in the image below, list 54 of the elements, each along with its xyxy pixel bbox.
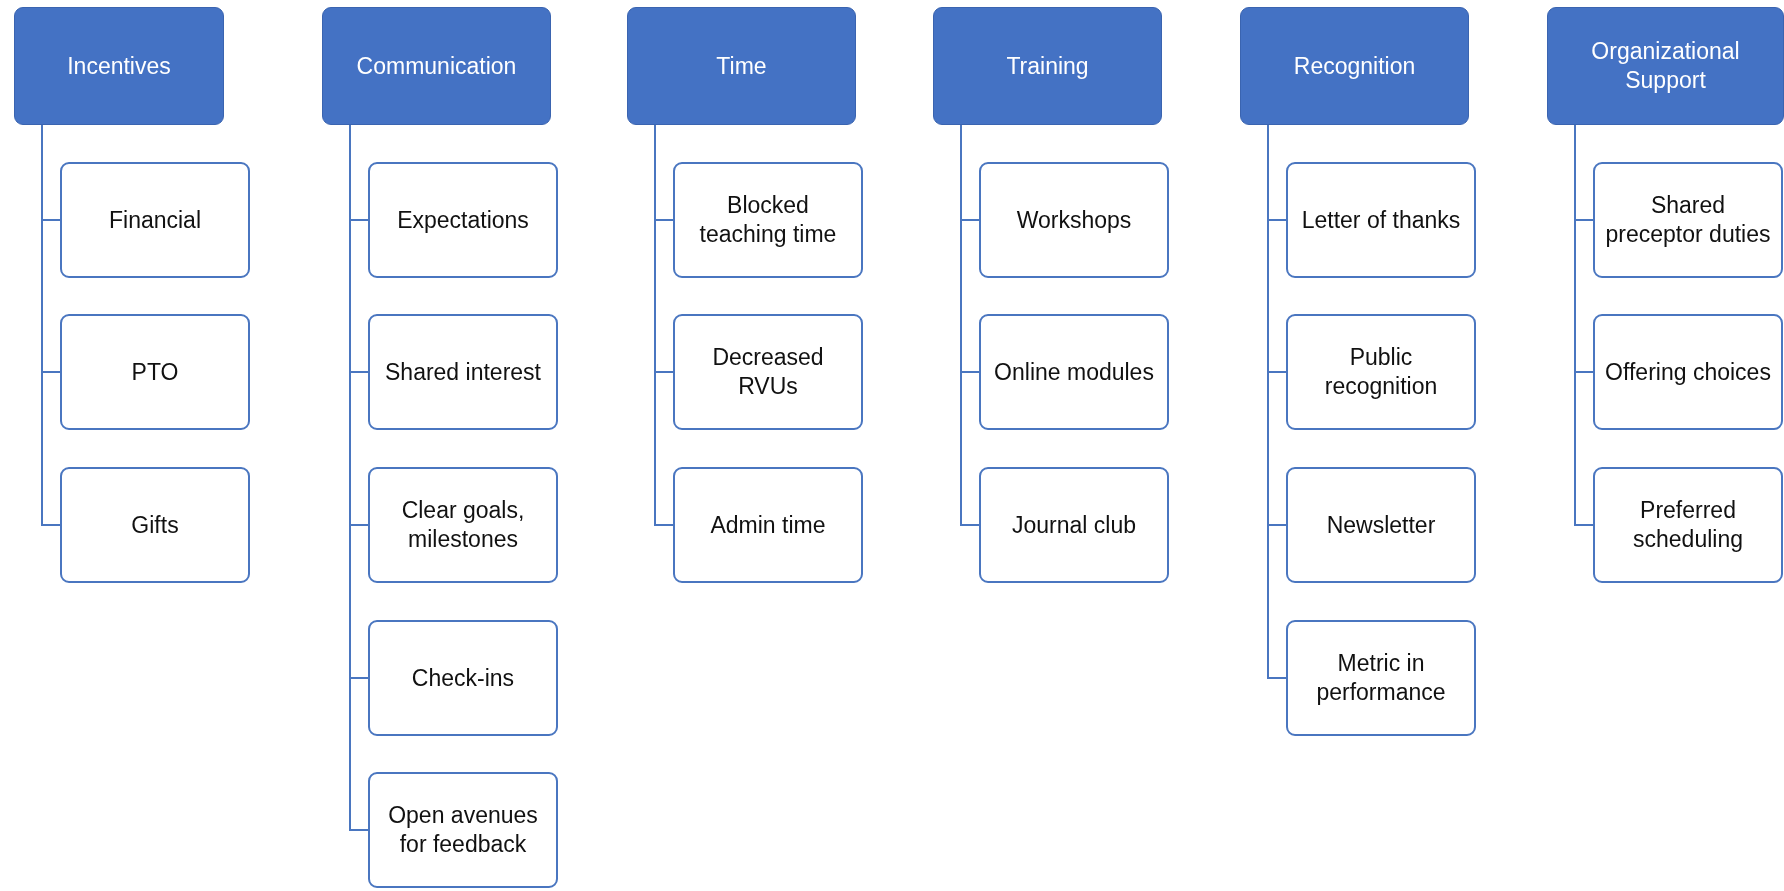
box-text: Blocked teaching time bbox=[698, 191, 838, 249]
item-box bbox=[673, 162, 863, 278]
box-text: Expectations bbox=[397, 205, 529, 235]
box-text: Letter of thanks bbox=[1301, 205, 1461, 235]
box-text: Metric in performance bbox=[1315, 649, 1447, 707]
item-box bbox=[60, 467, 250, 583]
category-header-box bbox=[933, 7, 1162, 125]
item-box bbox=[368, 314, 558, 430]
box-text: Check-ins bbox=[411, 663, 515, 693]
box-text: Organizational Support bbox=[1590, 37, 1741, 95]
box-text: Financial bbox=[108, 205, 201, 235]
box-text: Open avenues for feedback bbox=[387, 801, 539, 859]
item-box bbox=[1593, 314, 1783, 430]
item-box bbox=[1286, 467, 1476, 583]
box-text: Decreased RVUs bbox=[711, 343, 825, 401]
box-text: Time bbox=[716, 51, 767, 81]
box-text: Admin time bbox=[710, 510, 826, 540]
category-header-box bbox=[322, 7, 551, 125]
category-header-box bbox=[1240, 7, 1469, 125]
box-text: Workshops bbox=[1016, 205, 1132, 235]
category-header-box bbox=[14, 7, 224, 125]
item-box bbox=[673, 314, 863, 430]
box-text: Gifts bbox=[131, 510, 179, 540]
item-box bbox=[979, 314, 1169, 430]
item-box bbox=[979, 467, 1169, 583]
box-text: Shared interest bbox=[385, 357, 541, 387]
box-text: Training bbox=[1006, 51, 1089, 81]
item-box bbox=[1593, 162, 1783, 278]
category-header-box bbox=[1547, 7, 1784, 125]
item-box bbox=[1593, 467, 1783, 583]
item-box bbox=[1286, 620, 1476, 736]
box-text: PTO bbox=[131, 357, 179, 387]
item-box bbox=[368, 772, 558, 888]
item-box bbox=[60, 314, 250, 430]
box-text: Journal club bbox=[1012, 510, 1136, 540]
item-box bbox=[368, 162, 558, 278]
box-text: Communication bbox=[356, 51, 517, 81]
item-box bbox=[673, 467, 863, 583]
item-box bbox=[60, 162, 250, 278]
box-text: Public recognition bbox=[1323, 343, 1439, 401]
box-text: Preferred scheduling bbox=[1632, 496, 1744, 554]
item-box bbox=[368, 467, 558, 583]
box-text: Incentives bbox=[67, 51, 171, 81]
item-box bbox=[368, 620, 558, 736]
box-text: Online modules bbox=[994, 357, 1154, 387]
box-text: Clear goals, milestones bbox=[400, 496, 526, 554]
box-text: Shared preceptor duties bbox=[1605, 191, 1771, 249]
box-text: Newsletter bbox=[1326, 510, 1436, 540]
box-text: Recognition bbox=[1293, 51, 1416, 81]
item-box bbox=[1286, 162, 1476, 278]
item-box bbox=[979, 162, 1169, 278]
box-text: Offering choices bbox=[1605, 357, 1771, 387]
category-header-box bbox=[627, 7, 856, 125]
item-box bbox=[1286, 314, 1476, 430]
